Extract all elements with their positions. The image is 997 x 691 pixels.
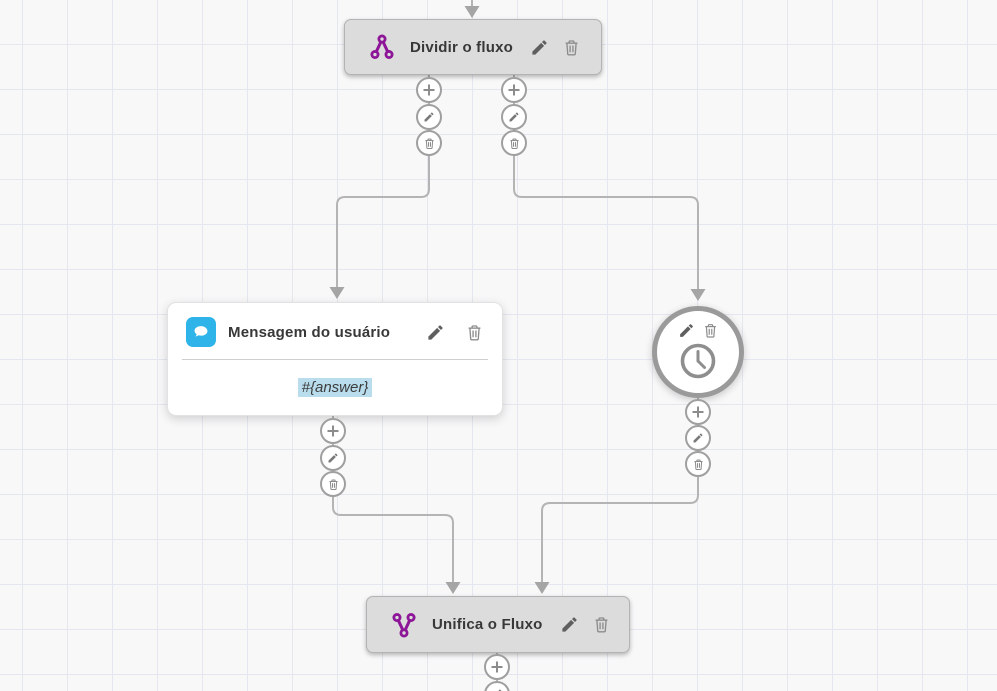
pencil-icon	[693, 433, 703, 443]
trash-icon	[424, 138, 434, 149]
add-step-button[interactable]	[416, 77, 442, 103]
pencil-icon	[679, 324, 693, 337]
wire-message-to-merge	[332, 416, 454, 583]
node-title: Dividir o fluxo	[410, 38, 514, 56]
node-split-flow[interactable]: Dividir o fluxo	[344, 19, 602, 75]
delete-node-button[interactable]	[465, 323, 484, 342]
arrowhead-into-split	[464, 6, 480, 18]
plus-icon	[508, 84, 520, 96]
pencil-icon	[509, 112, 519, 122]
delete-connection-button[interactable]	[416, 130, 442, 156]
node-header: Mensagem do usuário	[168, 303, 502, 359]
pencil-icon	[428, 324, 443, 340]
edit-connection-button[interactable]	[416, 104, 442, 130]
arrowhead-message-into-merge	[445, 582, 461, 594]
delete-node-button[interactable]	[592, 615, 611, 634]
wire-timer-to-merge	[541, 398, 699, 583]
trash-icon	[509, 138, 519, 149]
add-step-button[interactable]	[320, 418, 346, 444]
delete-node-button[interactable]	[702, 322, 719, 339]
plus-icon	[491, 661, 503, 673]
edit-connection-button[interactable]	[685, 425, 711, 451]
delete-connection-button[interactable]	[320, 471, 346, 497]
node-title: Mensagem do usuário	[228, 323, 391, 341]
trash-icon	[468, 324, 481, 340]
node-timer[interactable]	[652, 306, 744, 398]
trash-icon	[565, 39, 578, 55]
trash-icon	[595, 617, 607, 633]
node-actions	[678, 322, 719, 339]
edit-node-button[interactable]	[426, 323, 445, 342]
node-body: #{answer}	[168, 360, 502, 415]
merge-flow-icon	[389, 610, 419, 640]
add-step-button[interactable]	[501, 77, 527, 103]
trash-icon	[693, 459, 703, 470]
delete-connection-button[interactable]	[501, 130, 527, 156]
chat-bubble-icon	[186, 317, 216, 347]
header-divider	[182, 359, 488, 360]
edit-connection-button[interactable]	[501, 104, 527, 130]
wire-split-to-message	[336, 75, 430, 288]
pencil-icon	[424, 112, 434, 122]
wire-split-to-timer	[513, 75, 699, 290]
add-step-button[interactable]	[484, 654, 510, 680]
delete-node-button[interactable]	[562, 38, 581, 57]
arrowhead-into-message	[329, 287, 345, 299]
edit-node-button[interactable]	[678, 322, 695, 339]
delete-connection-button[interactable]	[685, 451, 711, 477]
trash-icon	[704, 324, 716, 338]
node-user-message[interactable]: Mensagem do usuário #{answer}	[167, 302, 503, 416]
plus-icon	[692, 406, 704, 418]
pencil-icon	[561, 617, 577, 632]
node-title: Unifica o Fluxo	[432, 616, 543, 633]
plus-icon	[327, 425, 339, 437]
edit-node-button[interactable]	[560, 615, 579, 634]
trash-icon	[328, 479, 338, 490]
arrowhead-timer-into-merge	[534, 582, 550, 594]
answer-variable: #{answer}	[297, 378, 373, 397]
edit-connection-button[interactable]	[320, 445, 346, 471]
node-merge-flow[interactable]: Unifica o Fluxo	[366, 596, 630, 653]
pencil-icon	[532, 39, 547, 55]
pencil-icon	[328, 453, 338, 463]
split-flow-icon	[367, 32, 397, 62]
clock-icon	[680, 343, 716, 379]
edit-node-button[interactable]	[530, 38, 549, 57]
plus-icon	[423, 84, 435, 96]
arrowhead-into-timer	[690, 289, 706, 301]
add-step-button[interactable]	[685, 399, 711, 425]
